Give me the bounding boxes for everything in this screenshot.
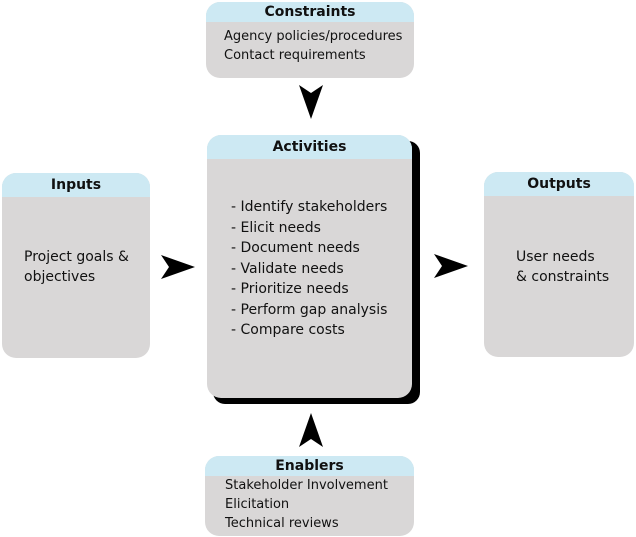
constraints-title: Constraints [206, 2, 414, 22]
outputs-title: Outputs [484, 172, 634, 196]
activities-item: - Validate needs [231, 260, 344, 277]
inputs-box: Inputs Project goals & objectives [2, 173, 150, 358]
outputs-line: User needs [516, 249, 595, 265]
enablers-item: Technical reviews [225, 516, 339, 531]
enablers-title: Enablers [205, 456, 414, 476]
inputs-text: Project goals & objectives [2, 197, 150, 293]
constraints-list: Agency policies/procedures Contact requi… [206, 22, 414, 71]
activities-item: - Document needs [231, 240, 360, 256]
activities-item: - Perform gap analysis [231, 301, 388, 318]
activities-box: Activities - Identify stakeholders - Eli… [207, 135, 412, 398]
outputs-line: & constraints [516, 269, 610, 285]
activities-title: Activities [207, 135, 412, 159]
inputs-line: Project goals & [24, 249, 129, 265]
activities-list: - Identify stakeholders - Elicit needs -… [207, 159, 412, 347]
constraints-box: Constraints Agency policies/procedures C… [206, 2, 414, 78]
inputs-line: objectives [24, 269, 96, 285]
arrow-up-icon [299, 413, 323, 447]
activities-item: - Compare costs [231, 322, 345, 338]
arrow-down-icon [299, 85, 323, 119]
enablers-item: Stakeholder Involvement [225, 478, 388, 493]
activities-item: - Prioritize needs [231, 281, 349, 297]
enablers-item: Elicitation [225, 497, 290, 512]
enablers-box: Enablers Stakeholder Involvement Elicita… [205, 456, 414, 536]
arrow-right-icon [434, 254, 468, 278]
activities-item: - Elicit needs [231, 219, 321, 236]
constraints-item: Agency policies/procedures [224, 29, 403, 44]
inputs-title: Inputs [2, 173, 150, 197]
activities-item: - Identify stakeholders [231, 199, 388, 215]
constraints-item: Contact requirements [224, 48, 366, 63]
outputs-text: User needs & constraints [484, 196, 634, 293]
arrow-right-icon [161, 255, 195, 279]
outputs-box: Outputs User needs & constraints [484, 172, 634, 357]
enablers-list: Stakeholder Involvement Elicitation Tech… [205, 476, 414, 536]
